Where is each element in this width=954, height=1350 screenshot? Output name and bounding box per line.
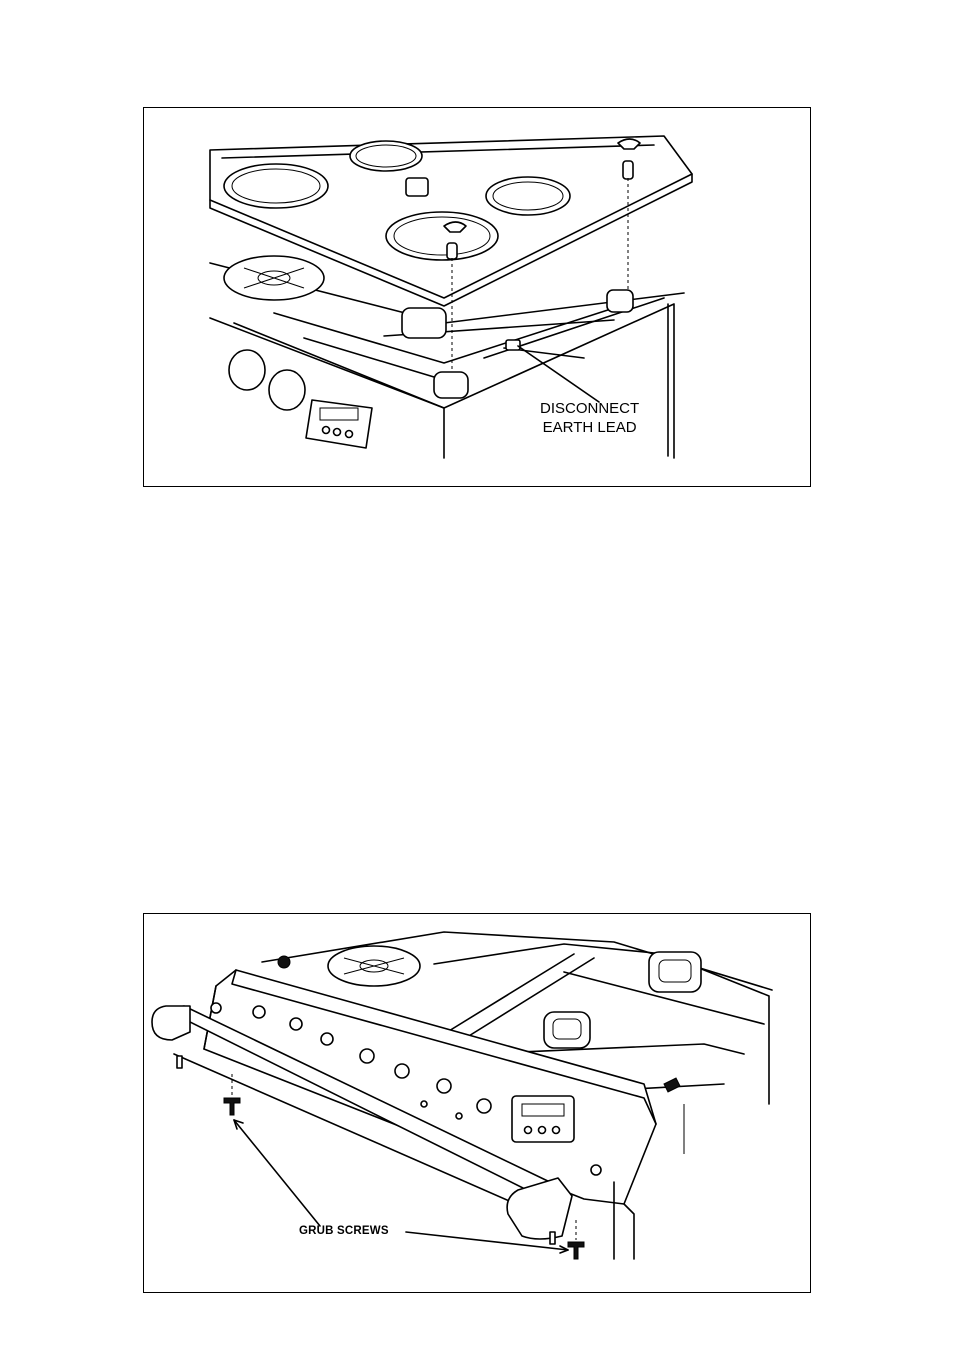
grub-screw-right-icon	[568, 1242, 584, 1259]
figure-hob-top-removal: DISCONNECT EARTH LEAD	[143, 107, 811, 487]
rail-end-left	[152, 1006, 190, 1040]
burner-cup-front	[402, 308, 446, 338]
burner-opening-rear-left	[224, 164, 328, 208]
callout-line-2: EARTH LEAD	[540, 418, 639, 437]
burner-base-front	[434, 372, 468, 398]
rail-stud-left	[177, 1056, 182, 1068]
timer-panel	[306, 400, 372, 448]
control-knob-2	[269, 370, 305, 410]
burner-cup-rear-right	[649, 952, 701, 992]
rail-end-right	[507, 1178, 572, 1239]
callout-line-1: DISCONNECT	[540, 399, 639, 418]
timer-panel	[512, 1096, 574, 1142]
grub-screws-label: GRUB SCREWS	[299, 1225, 389, 1237]
figure-control-panel-removal: GRUB SCREWS	[143, 913, 811, 1293]
burner-cup-front-right	[544, 1012, 590, 1048]
control-panel-illustration	[144, 914, 810, 1292]
grub-screw-left-icon	[224, 1098, 240, 1115]
burner-opening-rear-right	[486, 177, 570, 215]
earth-lead-connector	[506, 340, 520, 350]
hob-top-illustration	[144, 108, 810, 486]
fixing-screw-right-icon	[664, 1078, 680, 1092]
burner-opening-front	[386, 212, 498, 260]
rail-stud-right	[550, 1232, 555, 1244]
grub-screws-leader-left	[234, 1120, 320, 1226]
disconnect-earth-lead-label: DISCONNECT EARTH LEAD	[540, 399, 639, 437]
control-fascia	[204, 970, 656, 1204]
fixing-screw-rear-left-icon	[278, 956, 290, 968]
control-knob-1	[229, 350, 265, 390]
burner-base-rear-right	[607, 290, 633, 312]
